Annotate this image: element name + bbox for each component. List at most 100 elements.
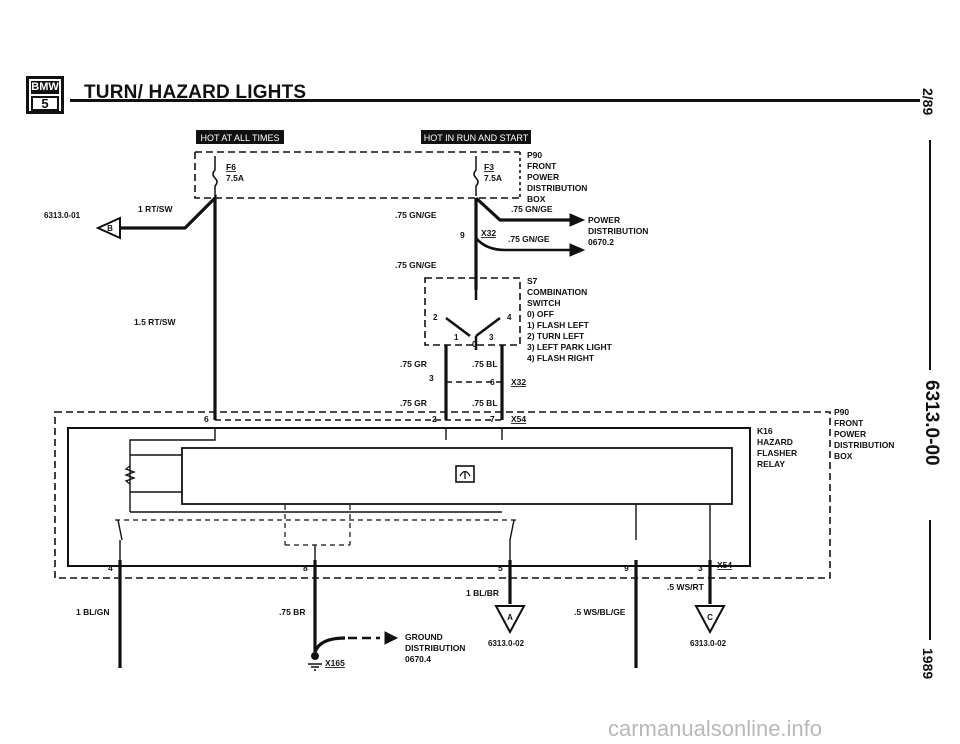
p90-top-4: DISTRIBUTION [527,183,587,193]
k16-relay-module [181,447,733,505]
pin-bottom-9: 9 [624,563,629,573]
wire-gr-1-label: .75 GR [400,359,427,369]
page-title: TURN/ HAZARD LIGHTS [84,82,307,103]
pin-bottom-5: 5 [498,563,503,573]
hot-run-start-label: HOT IN RUN AND START [424,133,529,143]
switch-pos-1: 1 [454,333,459,342]
s7-line-6: 2) TURN LEFT [527,331,585,341]
pin-bottom-3: 3 [698,563,703,573]
logo-brand: BMW [31,81,59,94]
hot-all-times-label: HOT AT ALL TIMES [200,133,279,143]
pin-3-label: 3 [429,373,434,383]
logo-series: 5 [31,96,59,111]
p90-top-3: POWER [527,172,559,182]
s7-line-3: SWITCH [527,298,561,308]
s7-line-2: COMBINATION [527,287,587,297]
fuse2-amp: 7.5A [484,173,502,183]
arrow-power-2 [569,243,586,257]
s7-line-4: 0) OFF [527,309,554,319]
wire-gnge-power [474,196,570,222]
switch-pos-3: 3 [489,333,494,342]
wire-gnge-d-label: .75 GN/GE [395,260,437,270]
wire-gr-2-label: .75 GR [400,398,427,408]
watermark: carmanualsonline.info [608,716,822,741]
module-symbol [455,465,475,483]
fuse2-id: F3 [484,162,494,172]
s7-line-7: 3) LEFT PARK LIGHT [527,342,613,352]
x32-b-label: X32 [511,377,526,387]
connector-c-shape [694,605,726,635]
relay-resistor [124,465,136,485]
wire-bl-2-label: .75 BL [472,398,498,408]
k16-line-1: K16 [757,426,773,436]
side-rule-2 [929,520,931,640]
fuse-f3 [473,156,479,196]
p90-right-5: BOX [834,451,853,461]
wire-wsblge-label: .5 WS/BL/GE [574,607,626,617]
s7-contacts [445,290,501,350]
pin-bottom-4: 4 [108,563,113,573]
k16-line-3: FLASHER [757,448,797,458]
p90-top-2: FRONT [527,161,557,171]
ground-1: GROUND [405,632,443,642]
module-symbol-inner [459,470,471,479]
ground-symbol [308,663,322,671]
side-margin: 2/89 6313.0-00 1989 [920,80,960,700]
pin-2-label: 2 [432,414,437,424]
ground-point [311,652,319,660]
arrow-power-1 [569,213,586,227]
switch-pos-0: 0 [472,340,477,349]
relay-bus [129,428,503,513]
ground-arrow [384,631,399,645]
ref-left: 6313.0-01 [44,211,81,220]
ground-2: DISTRIBUTION [405,643,465,653]
x54-a-label: X54 [511,414,526,424]
power-dist-2: DISTRIBUTION [588,226,648,236]
header-rule [70,99,920,102]
wire-rtsw-15-label: 1.5 RT/SW [134,317,177,327]
ref-c-label: 6313.0-02 [690,639,727,648]
x165-label: X165 [325,658,345,668]
bmw-logo: BMW 5 [26,76,64,114]
s7-line-5: 1) FLASH LEFT [527,320,590,330]
p90-top-1: P90 [527,150,542,160]
p90-top-box [194,151,520,199]
pin-7-label: 7 [490,414,495,424]
s7-line-8: 4) FLASH RIGHT [527,353,595,363]
x32-pin: 9 [460,230,465,240]
p90-top-5: BOX [527,194,546,204]
side-rule-1 [929,140,931,370]
side-year: 1989 [920,648,936,680]
wire-wsrt-label: .5 WS/RT [667,582,705,592]
wire-gnge-a-label: .75 GN/GE [395,210,437,220]
wire-gnge-b-label: .75 GN/GE [511,204,553,214]
relay-contacts [115,505,520,546]
pin-6b-label: 6 [204,414,209,424]
pin-bottom-8: 8 [303,563,308,573]
fuse1-id: F6 [226,162,236,172]
switch-pos-2: 2 [433,313,438,322]
k16-line-4: RELAY [757,459,785,469]
fuse-f6 [212,156,218,196]
p90-right-2: FRONT [834,418,864,428]
wire-gnge-x32 [475,237,570,252]
p90-right-4: DISTRIBUTION [834,440,894,450]
side-code: 6313.0-00 [921,380,942,466]
wiring-diagram: HOT AT ALL TIMES HOT IN RUN AND START F6… [44,130,894,741]
p90-right-3: POWER [834,429,866,439]
wire-rtsw-1-label: 1 RT/SW [138,204,173,214]
p90-right-1: P90 [834,407,849,417]
relay-contacts-solid [117,505,711,566]
wire-bl-1-label: .75 BL [472,359,498,369]
wire-gnge-c-label: .75 GN/GE [508,234,550,244]
connector-b-label: B [107,224,113,233]
p90-outer-box [54,411,831,579]
switch-pos-4: 4 [507,313,512,322]
hot-all-times-box [196,130,284,144]
fuse1-amp: 7.5A [226,173,244,183]
x32-a-label: X32 [481,228,496,238]
pin-6-label: 6 [490,377,495,387]
k16-line-2: HAZARD [757,437,793,447]
ref-a-label: 6313.0-02 [488,639,525,648]
ground-wire [313,636,346,653]
